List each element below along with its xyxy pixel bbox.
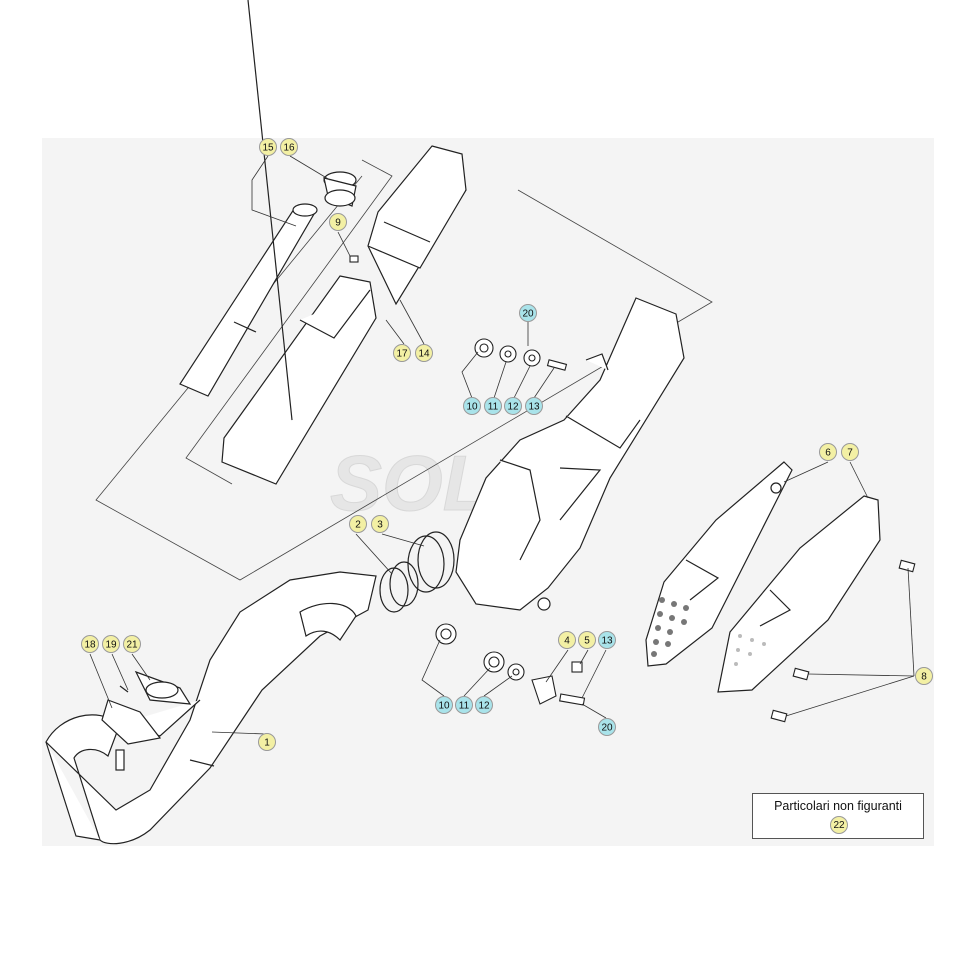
hardware-parts — [349, 255, 916, 723]
svg-text:5: 5 — [584, 636, 590, 647]
svg-text:15: 15 — [262, 143, 274, 154]
callout-10-top: 10 — [463, 397, 481, 415]
svg-text:13: 13 — [528, 402, 540, 413]
svg-text:21: 21 — [126, 640, 138, 651]
leader-lines — [89, 155, 915, 735]
svg-text:14: 14 — [418, 349, 430, 360]
callout-15: 15 — [259, 138, 277, 156]
callout-12-top: 12 — [504, 397, 522, 415]
callout-2: 2 — [349, 515, 367, 533]
svg-text:19: 19 — [105, 640, 117, 651]
silencer-endcap-part — [367, 145, 467, 306]
svg-text:9: 9 — [335, 218, 341, 229]
callout-21: 21 — [123, 635, 141, 653]
svg-text:3: 3 — [377, 520, 383, 531]
callout-11-bottom: 11 — [455, 696, 473, 714]
svg-text:20: 20 — [522, 309, 534, 320]
callout-19: 19 — [102, 635, 120, 653]
svg-text:8: 8 — [921, 672, 927, 683]
callout-20-bottom: 20 — [598, 718, 616, 736]
callout-7: 7 — [841, 443, 859, 461]
svg-text:2: 2 — [355, 520, 361, 531]
legend-callout-22: 22 — [830, 816, 848, 834]
svg-text:10: 10 — [466, 402, 478, 413]
svg-text:6: 6 — [825, 448, 831, 459]
callout-4: 4 — [558, 631, 576, 649]
svg-text:17: 17 — [396, 349, 408, 360]
inner-tube-part — [179, 171, 357, 397]
sealing-rings-part — [379, 531, 455, 613]
callout-3: 3 — [371, 515, 389, 533]
svg-text:1: 1 — [264, 738, 270, 749]
svg-text:12: 12 — [478, 701, 490, 712]
svg-text:13: 13 — [601, 636, 613, 647]
svg-text:18: 18 — [84, 640, 96, 651]
legend-box: Particolari non figuranti 22 — [752, 793, 924, 839]
callout-1: 1 — [258, 733, 276, 751]
svg-text:20: 20 — [601, 723, 613, 734]
heat-shield-cover-part — [717, 495, 881, 693]
svg-text:11: 11 — [459, 701, 470, 712]
svg-text:10: 10 — [438, 701, 450, 712]
callout-8: 8 — [915, 667, 933, 685]
header-pipe-part — [45, 571, 377, 845]
heat-shield-plate-part — [645, 461, 793, 667]
callout-14: 14 — [415, 344, 433, 362]
legend-title: Particolari non figuranti — [774, 799, 902, 813]
svg-text:4: 4 — [564, 636, 570, 647]
callout-5: 5 — [578, 631, 596, 649]
callout-9: 9 — [329, 213, 347, 231]
part-callouts: 15 16 9 17 14 20 10 11 12 13 6 7 2 3 18 … — [81, 138, 933, 751]
svg-text:12: 12 — [507, 402, 519, 413]
svg-text:16: 16 — [283, 143, 295, 154]
svg-text:11: 11 — [488, 402, 499, 413]
callout-13-top: 13 — [525, 397, 543, 415]
watermark-text: SOL — [330, 439, 490, 527]
callout-16: 16 — [280, 138, 298, 156]
flange-part — [101, 670, 192, 771]
callout-11-top: 11 — [484, 397, 502, 415]
callout-10-bottom: 10 — [435, 696, 453, 714]
callout-17: 17 — [393, 344, 411, 362]
callout-6: 6 — [819, 443, 837, 461]
callout-18: 18 — [81, 635, 99, 653]
callout-12-bottom: 12 — [475, 696, 493, 714]
callout-13-bottom: 13 — [598, 631, 616, 649]
assembly-outline — [95, 159, 713, 581]
callout-20-top: 20 — [519, 304, 537, 322]
silencer-sleeve-part — [221, 0, 377, 485]
svg-text:7: 7 — [847, 448, 853, 459]
silencer-body-part — [455, 297, 685, 611]
